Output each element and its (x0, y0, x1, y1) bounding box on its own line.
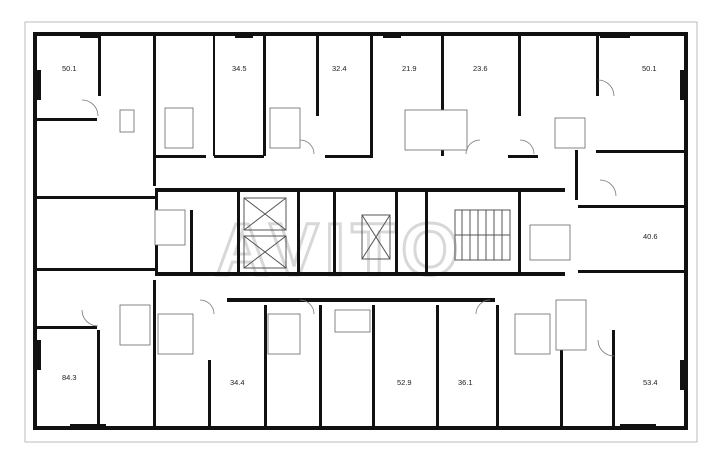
door-swings (81, 79, 617, 357)
apartment-area: 40.6 (643, 232, 658, 241)
apartment-area: 52.9 (397, 378, 412, 387)
bathroom-fixtures (119, 107, 587, 355)
top-row-walls (37, 36, 684, 208)
watermark-text: AVITO (215, 208, 464, 291)
apartment-area: 84.3 (62, 373, 77, 382)
apartment-area: 34.4 (230, 378, 245, 387)
building-outline (24, 21, 698, 443)
apartment-area: 21.9 (402, 64, 417, 73)
exterior-walls (33, 32, 688, 430)
apartment-area: 53.4 (643, 378, 658, 387)
bottom-row-walls (37, 268, 684, 426)
apartment-area: 34.5 (232, 64, 247, 73)
apartment-area: 50.1 (62, 64, 77, 73)
apartment-area: 23.6 (473, 64, 488, 73)
staircase (454, 209, 511, 261)
apartment-area-labels: 50.1 34.5 32.4 21.9 23.6 50.1 40.6 84.3 … (62, 64, 658, 387)
apartment-area: 32.4 (332, 64, 347, 73)
apartment-area: 50.1 (642, 64, 657, 73)
elevators (243, 197, 391, 269)
apartment-area: 36.1 (458, 378, 473, 387)
